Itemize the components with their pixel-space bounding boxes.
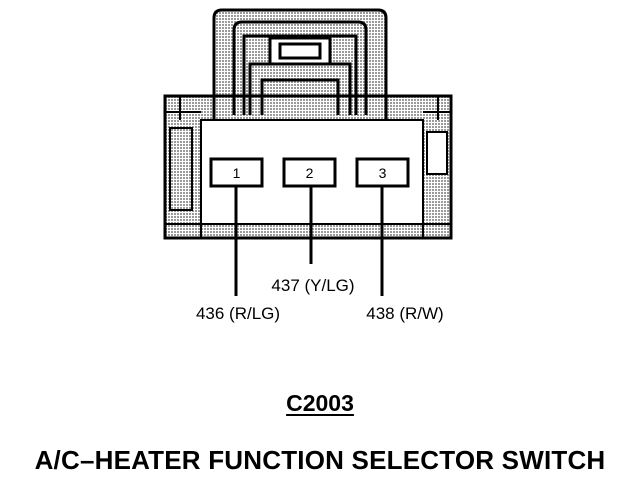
pin-3-cavity <box>355 157 410 188</box>
component-name: A/C–HEATER FUNCTION SELECTOR SWITCH <box>34 445 606 475</box>
lead-wires <box>234 186 384 296</box>
pin-2-number: 2 <box>306 165 314 181</box>
latch-detail <box>212 20 388 120</box>
pin-1-cavity <box>209 157 264 188</box>
pin-2-circuit-label: 437 (Y/LG) <box>271 276 354 295</box>
pin-1-number: 1 <box>233 165 241 181</box>
pin-3-number: 3 <box>379 165 387 181</box>
pin-3-circuit-label: 438 (R/W) <box>366 304 443 323</box>
pin-1-circuit-label: 436 (R/LG) <box>196 304 280 323</box>
pin-cavities <box>209 157 410 188</box>
connector-id: C2003 <box>286 390 354 416</box>
shell-details <box>165 96 451 238</box>
